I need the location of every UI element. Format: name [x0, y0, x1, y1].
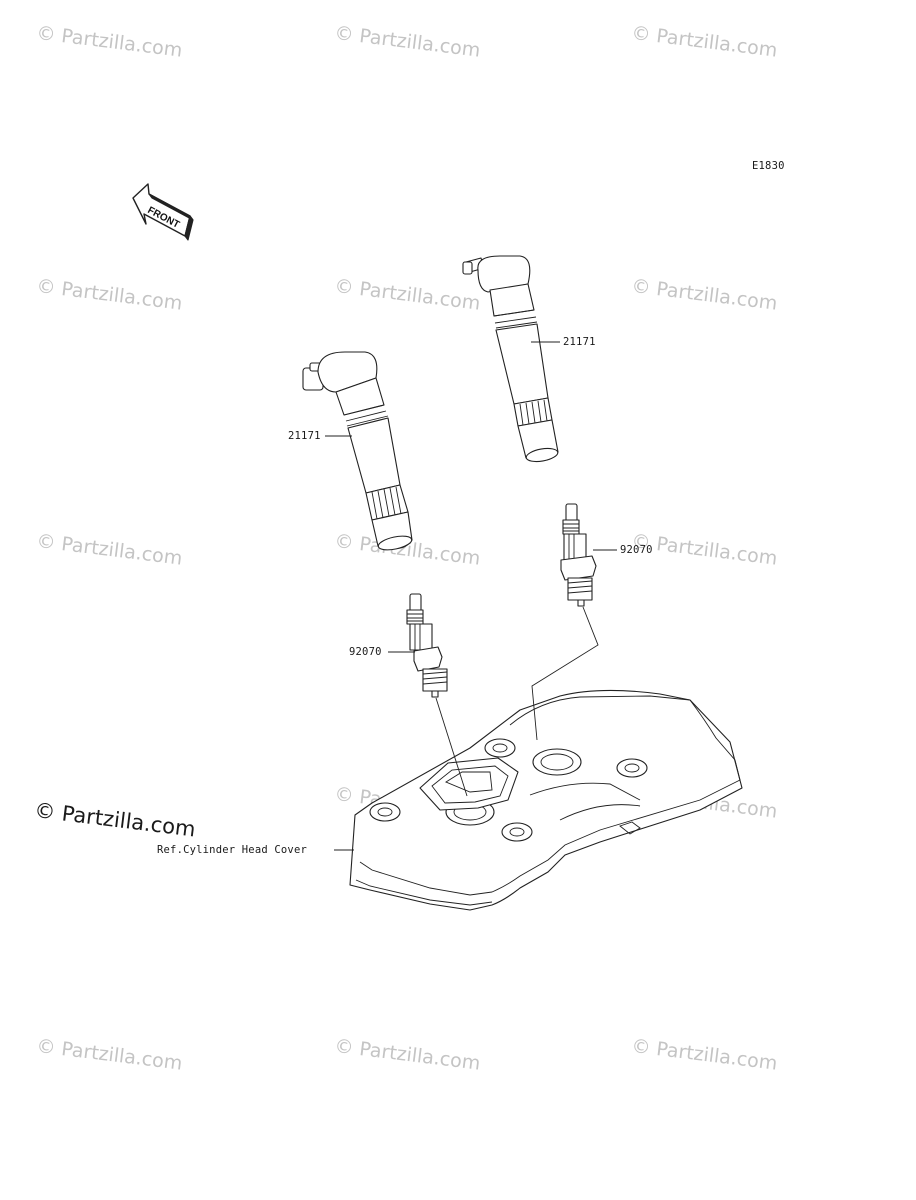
- ignition-coil-right[interactable]: [462, 255, 559, 464]
- spark-plug-left[interactable]: [406, 593, 448, 698]
- cylinder-head-cover[interactable]: [349, 689, 743, 911]
- part-number-spark-plug-left[interactable]: 92070: [349, 646, 382, 658]
- diagram-code: E1830: [752, 160, 785, 172]
- spark-plug-right[interactable]: [560, 503, 597, 607]
- part-number-ignition-coil-right[interactable]: 21171: [563, 336, 596, 348]
- front-arrow-icon: FRONT: [132, 183, 194, 241]
- leader-lines: [325, 341, 617, 851]
- part-number-spark-plug-right[interactable]: 92070: [620, 544, 653, 556]
- ignition-coil-left[interactable]: [302, 351, 413, 552]
- part-number-ignition-coil-left[interactable]: 21171: [288, 430, 321, 442]
- reference-label-cylinder-head-cover: Ref.Cylinder Head Cover: [157, 844, 307, 856]
